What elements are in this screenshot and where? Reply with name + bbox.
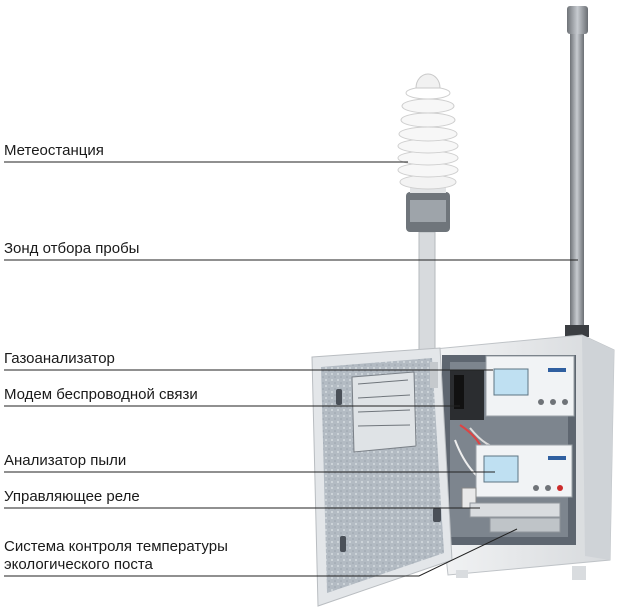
- callout-gas-analyzer: Газоанализатор: [4, 350, 115, 367]
- weather-station: [397, 73, 459, 351]
- callout-weather-station: Метеостанция: [4, 142, 104, 159]
- callout-dust-analyzer: Анализатор пыли: [4, 452, 127, 469]
- leader-lines: [4, 161, 578, 577]
- leader-line-thermo: [4, 528, 518, 577]
- cabinet: [423, 334, 615, 580]
- cabinet-door: [311, 347, 453, 607]
- callout-wireless-modem: Модем беспроводной связи: [4, 386, 198, 403]
- callout-temperature-control-line2: экологического поста: [4, 556, 153, 573]
- callout-sampling-probe: Зонд отбора пробы: [4, 240, 140, 257]
- callout-temperature-control-line1: Система контроля температуры: [4, 538, 228, 555]
- callout-control-relay: Управляющее реле: [4, 488, 140, 505]
- sampling-probe-mast: [565, 6, 589, 337]
